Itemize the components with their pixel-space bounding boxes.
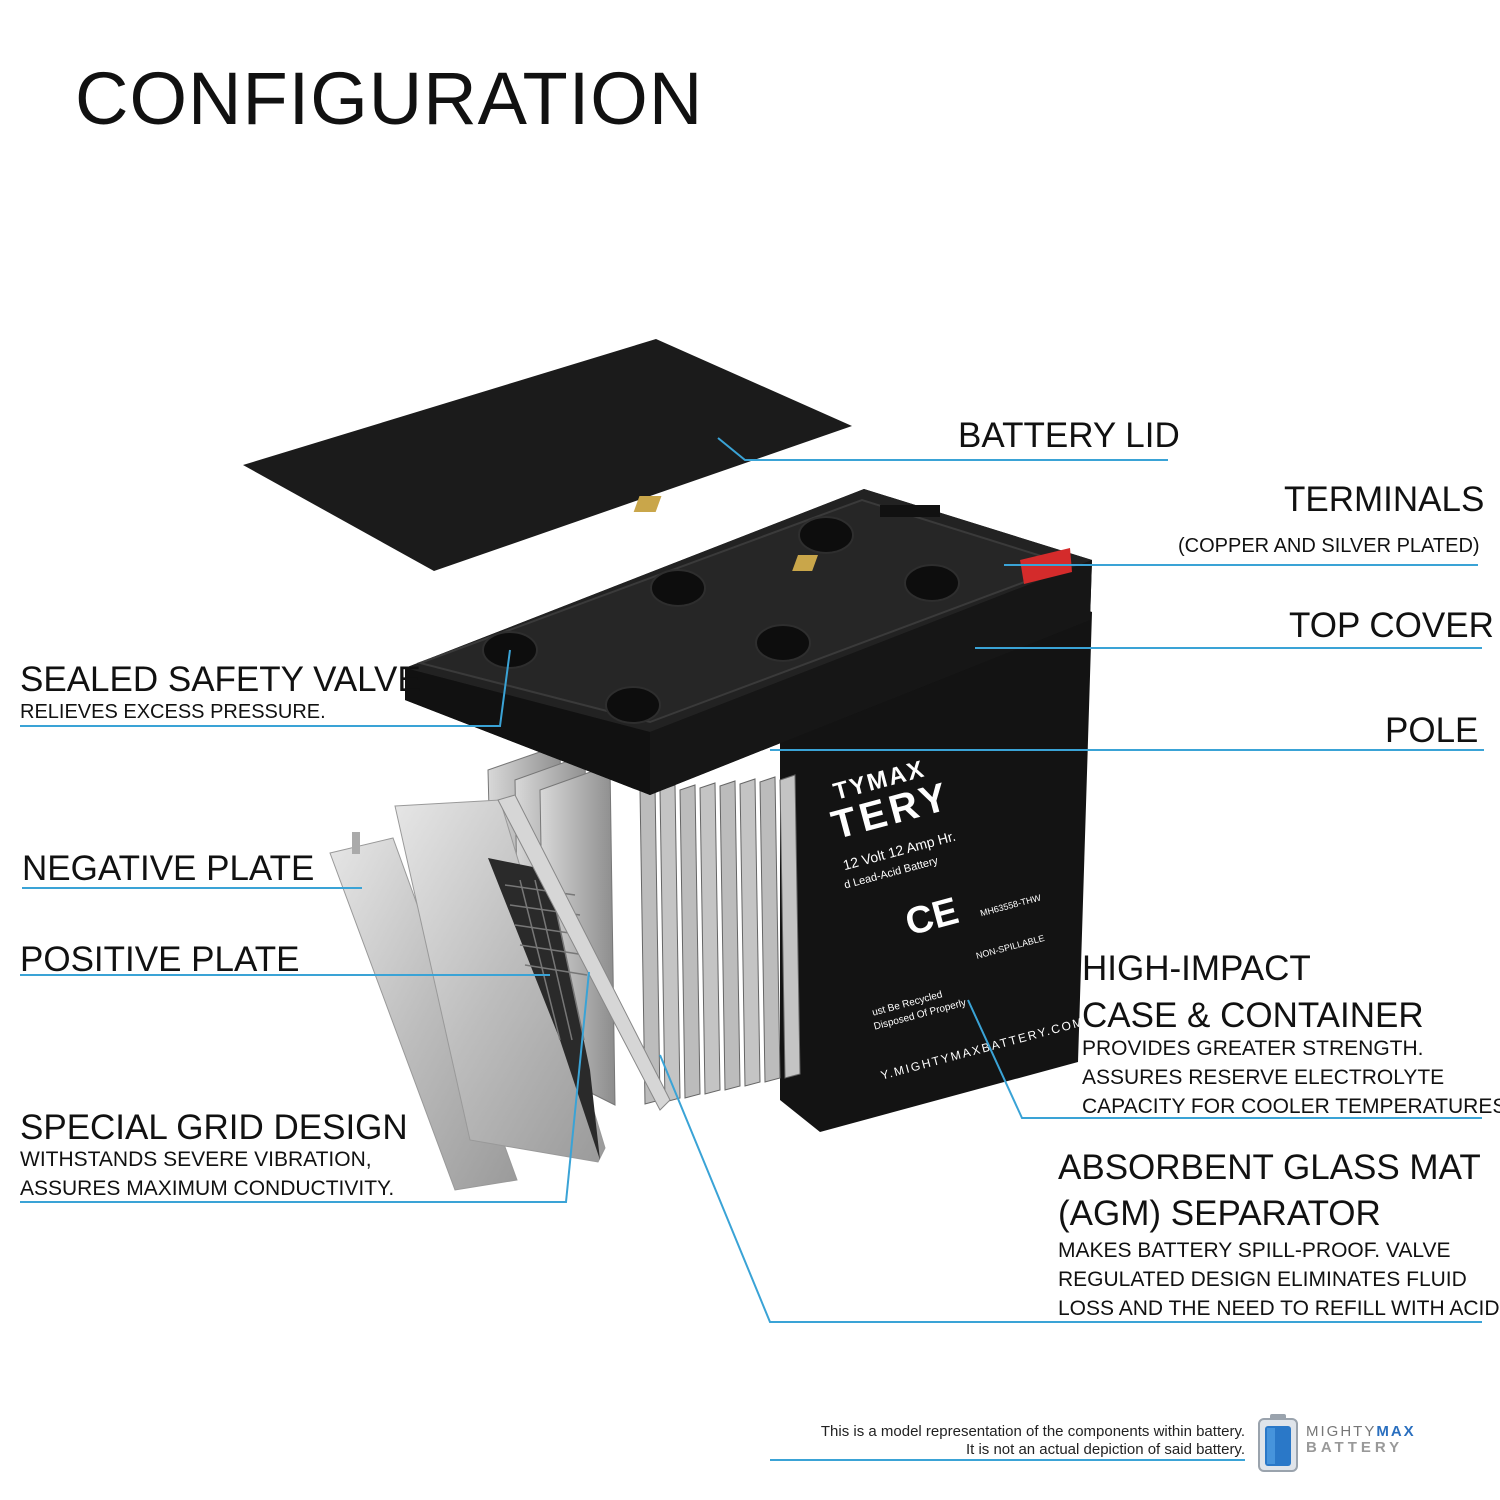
vent-caps	[482, 516, 960, 724]
positive-plate-shape	[394, 799, 606, 1163]
label-battery-lid: BATTERY LID	[958, 416, 1180, 455]
battery-case-shape	[780, 590, 1092, 1132]
label-special-grid-design: SPECIAL GRID DESIGN	[20, 1108, 408, 1147]
agm-separator-shape	[497, 794, 671, 1111]
label-agm-sub: MAKES BATTERY SPILL-PROOF. VALVE REGULAT…	[1058, 1239, 1500, 1320]
label-terminals: TERMINALS	[1284, 480, 1485, 519]
label-terminals-sub: (COPPER AND SILVER PLATED)	[1178, 535, 1480, 557]
battery-lid-shape	[243, 339, 852, 571]
top-cover-shape	[405, 489, 1092, 795]
label-negative-plate: NEGATIVE PLATE	[22, 849, 315, 888]
label-sealed-safety-valve: SEALED SAFETY VALVE	[20, 660, 421, 699]
label-positive-plate: POSITIVE PLATE	[20, 940, 300, 979]
label-sealed-safety-valve-sub: RELIEVES EXCESS PRESSURE.	[20, 701, 326, 723]
label-case-sub: PROVIDES GREATER STRENGTH. ASSURES RESER…	[1082, 1037, 1500, 1118]
label-case-1: HIGH-IMPACT	[1082, 949, 1311, 988]
label-special-grid-design-sub: WITHSTANDS SEVERE VIBRATION, ASSURES MAX…	[20, 1148, 395, 1200]
label-agm-2: (AGM) SEPARATOR	[1058, 1194, 1381, 1233]
label-case-2: CASE & CONTAINER	[1082, 996, 1424, 1035]
label-pole: POLE	[1385, 711, 1479, 750]
brand-logo: MIGHTYMAX BATTERY	[1306, 1423, 1416, 1456]
leader-lines	[20, 437, 1484, 1461]
battery-logo-icon	[1258, 1414, 1298, 1472]
disclaimer-note: This is a model representation of the co…	[820, 1423, 1245, 1458]
label-top-cover: TOP COVER	[1289, 606, 1494, 645]
label-agm-1: ABSORBENT GLASS MAT	[1058, 1148, 1481, 1187]
page-title: CONFIGURATION	[75, 57, 704, 140]
